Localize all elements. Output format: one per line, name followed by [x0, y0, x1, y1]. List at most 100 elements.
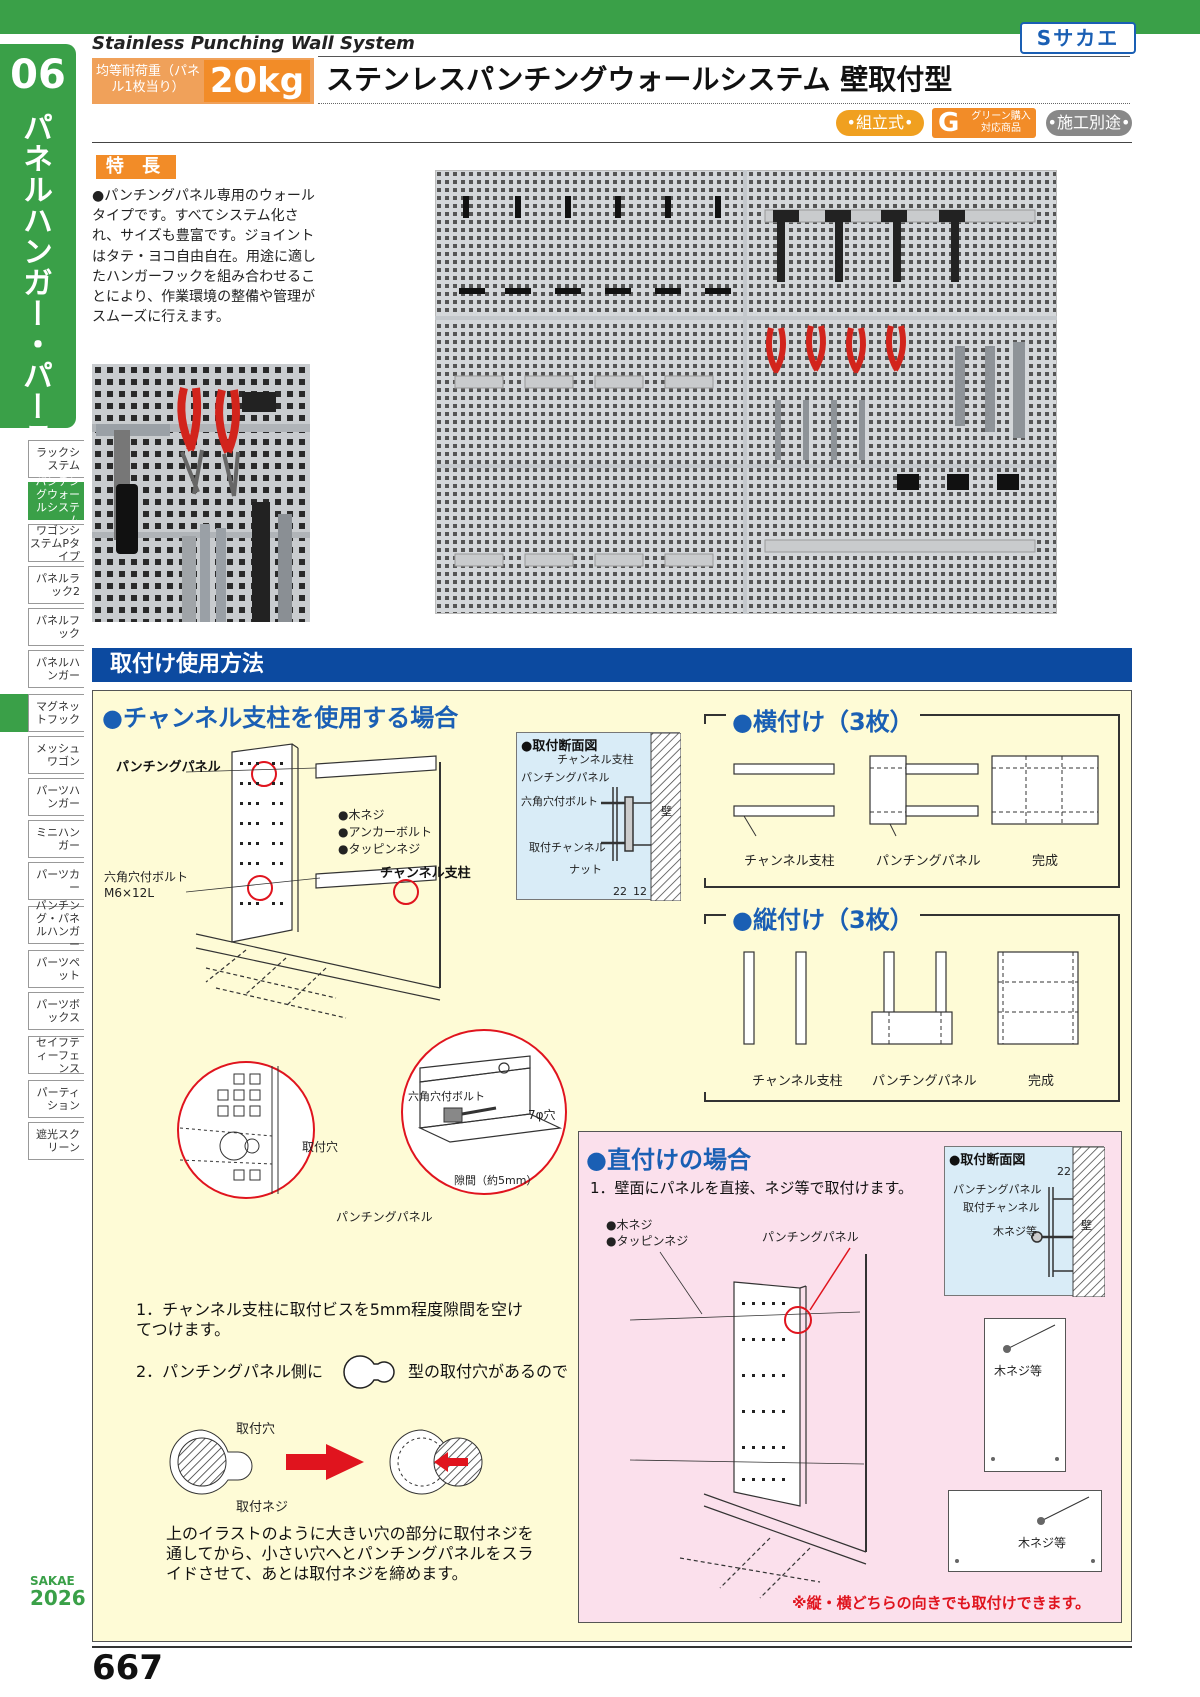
vertical-panel-screw-label: 木ネジ等	[994, 1364, 1043, 1378]
slide-label-screw: 取付ネジ	[236, 1500, 289, 1515]
cs-label-wall: 壁	[661, 805, 672, 818]
slide-note: 上のイラストのように大きい穴の部分に取付ネジを通してから、小さい穴へとパンチング…	[166, 1524, 534, 1583]
sidebar-item-parts-pet[interactable]: パーツペット	[28, 950, 84, 988]
direct-heading: ●直付けの場合	[586, 1146, 751, 1174]
horizontal-panel-example	[948, 1490, 1102, 1572]
footer-year: 2026	[30, 1586, 86, 1610]
sidebar-item-magnet-hook[interactable]: マグネットフック	[28, 694, 84, 732]
detail-label-7phi: 7φ穴	[528, 1108, 556, 1122]
direct-mount-drawing	[620, 1238, 880, 1608]
channel-heading: ●チャンネル支柱を使用する場合	[102, 704, 459, 732]
channel-assembly-drawing	[96, 738, 516, 1038]
header-bottom-rule	[92, 142, 1132, 143]
cs-label-panel: パンチングパネル	[521, 771, 610, 784]
direct-cs-label-channel: 取付チャンネル	[963, 1201, 1040, 1214]
step-2: 2．パンチングパネル側に	[136, 1362, 323, 1381]
cs-label-channel: チャンネル支柱	[557, 753, 634, 766]
cs-label-nut: ナット	[569, 863, 602, 876]
v-label-channel: チャンネル支柱	[752, 1074, 843, 1089]
sidebar-item-panel-hook[interactable]: パネルフック	[28, 608, 84, 646]
step-2-suffix: 型の取付穴があるので	[408, 1362, 569, 1381]
sidebar-item-punching-wall[interactable]: パンチングウォールシステム	[28, 475, 84, 527]
cross-section-title: ●取付断面図	[521, 739, 598, 754]
keyhole-shape-icon	[340, 1354, 402, 1390]
sidebar-item-punching-panel-hanger[interactable]: パンチング・パネルハンガー	[28, 899, 84, 951]
v-label-panel: パンチングパネル	[872, 1074, 977, 1089]
direct-cs-label-screw: 木ネジ等	[993, 1225, 1037, 1238]
sidebar-item-parts-box[interactable]: パーツボックス	[28, 992, 84, 1030]
features-text: ●パンチングパネル専用のウォールタイプです。すべてシステム化され、サイズも豊富で…	[92, 188, 316, 326]
detail-bolt-gap	[400, 1028, 568, 1196]
sidebar-item-partition[interactable]: パーティション	[28, 1080, 84, 1118]
vertical-diagram	[740, 948, 1080, 1048]
sidebar-item-wagon-p[interactable]: ワゴンシステムPタイプ	[28, 524, 84, 563]
sidebar-item-mini-hanger[interactable]: ミニハンガー	[28, 820, 84, 858]
product-wall-photo	[434, 169, 1058, 615]
product-closeup-photo	[92, 364, 310, 622]
channel-cross-section: ●取付断面図 チャンネル支柱 パンチングパネル 六角穴付ボルト 取付チャンネル …	[516, 732, 681, 901]
top-green-bar	[0, 0, 1200, 34]
label-channel-post: チャンネル支柱	[380, 866, 471, 881]
page-number: 667	[92, 1648, 163, 1688]
badge-installation: •施工別途•	[1046, 110, 1132, 136]
badge-green-purchase: G グリーン購入対応商品	[932, 108, 1036, 138]
direct-cs-dim-22: 22	[1057, 1165, 1071, 1178]
detail-label-hex-bolt: 六角穴付ボルト	[408, 1090, 485, 1103]
badge-assembly: •組立式•	[836, 110, 924, 136]
sidebar-item-mesh-wagon[interactable]: メッシュワゴン	[28, 736, 84, 774]
header-rule	[318, 56, 1130, 57]
green-g-icon: G	[938, 108, 960, 138]
label-punching-panel: パンチングパネル	[116, 760, 221, 775]
label-bolt-size: M6×12L	[104, 886, 154, 900]
brand-logo: Sサカエ	[1020, 22, 1136, 54]
cs-dim-22: 22	[613, 885, 627, 898]
slide-label-hole: 取付穴	[236, 1422, 276, 1437]
label-wood-screw: ●木ネジ	[338, 808, 385, 822]
direct-label-tapping-screw: ●タッピンネジ	[606, 1234, 689, 1248]
footer-rule	[92, 1646, 1132, 1648]
direct-label-wood-screw: ●木ネジ	[606, 1218, 653, 1232]
sidebar-item-parts-car[interactable]: パーツカー	[28, 862, 84, 900]
h-label-panel: パンチングパネル	[876, 854, 981, 869]
horizontal-panel-screw-label: 木ネジ等	[1018, 1536, 1067, 1550]
horizontal-diagram	[730, 754, 1106, 840]
sidebar-item-panel-hanger[interactable]: パネルハンガー	[28, 650, 84, 688]
title-dotted-rule	[318, 103, 1130, 104]
sidebar-item-parts-hanger[interactable]: パーツハンガー	[28, 778, 84, 816]
load-capacity-value: 20kg	[204, 60, 310, 102]
h-box-corner-top	[704, 714, 706, 724]
badge-green-text: グリーン購入対応商品	[971, 111, 1031, 134]
h-label-channel: チャンネル支柱	[744, 854, 835, 869]
vertical-heading: ●縦付け（3枚）	[726, 900, 920, 935]
section-title-bar: 取付け使用方法	[92, 648, 1132, 682]
chapter-tab[interactable]	[0, 44, 76, 428]
direct-step: 1．壁面にパネルを直接、ネジ等で取付けます。	[590, 1179, 914, 1197]
direct-cross-section: ●取付断面図 22 パンチングパネル 取付チャンネル 木ネジ等 壁	[944, 1146, 1105, 1297]
v-label-complete: 完成	[1028, 1074, 1055, 1089]
cs-dim-12: 12	[633, 885, 647, 898]
footer-brand: SAKAE	[30, 1574, 75, 1588]
orientation-note: ※縦・横どちらの向きでも取付けできます。	[792, 1594, 1091, 1612]
direct-cs-label-panel: パンチングパネル	[953, 1183, 1042, 1196]
cs-label-mount-channel: 取付チャンネル	[529, 841, 606, 854]
load-capacity-label: 均等耐荷重（パネル1枚当り）	[96, 64, 201, 95]
direct-label-panel: パンチングパネル	[762, 1230, 859, 1244]
label-anchor-bolt: ●アンカーボルト	[338, 825, 432, 839]
direct-cs-title: ●取付断面図	[949, 1153, 1026, 1168]
chapter-number: 06	[10, 52, 66, 98]
step-1: 1．チャンネル支柱に取付ビスを5mm程度隙間を空けてつけます。	[136, 1300, 524, 1339]
features-tag: 特 長	[96, 155, 176, 179]
sidebar-item-rack-system[interactable]: ラックシステム	[28, 440, 84, 478]
series-title: Stainless Punching Wall System	[92, 33, 415, 54]
sidebar-item-panel-rack2[interactable]: パネルラック2	[28, 566, 84, 604]
sidebar-item-safety-fence[interactable]: セイフティーフェンス	[28, 1036, 84, 1075]
sidebar-item-shade-screen[interactable]: 遮光スクリーン	[28, 1122, 84, 1160]
cs-label-hex-bolt: 六角穴付ボルト	[521, 795, 598, 808]
detail-mount-hole	[176, 1060, 316, 1200]
h-label-complete: 完成	[1032, 854, 1059, 869]
slide-diagram	[166, 1426, 506, 1498]
direct-cs-label-wall: 壁	[1081, 1219, 1092, 1232]
page-title: ステンレスパンチングウォールシステム 壁取付型	[326, 63, 953, 96]
label-tapping-screw: ●タッピンネジ	[338, 842, 421, 856]
v-box-corner-top	[704, 914, 706, 924]
